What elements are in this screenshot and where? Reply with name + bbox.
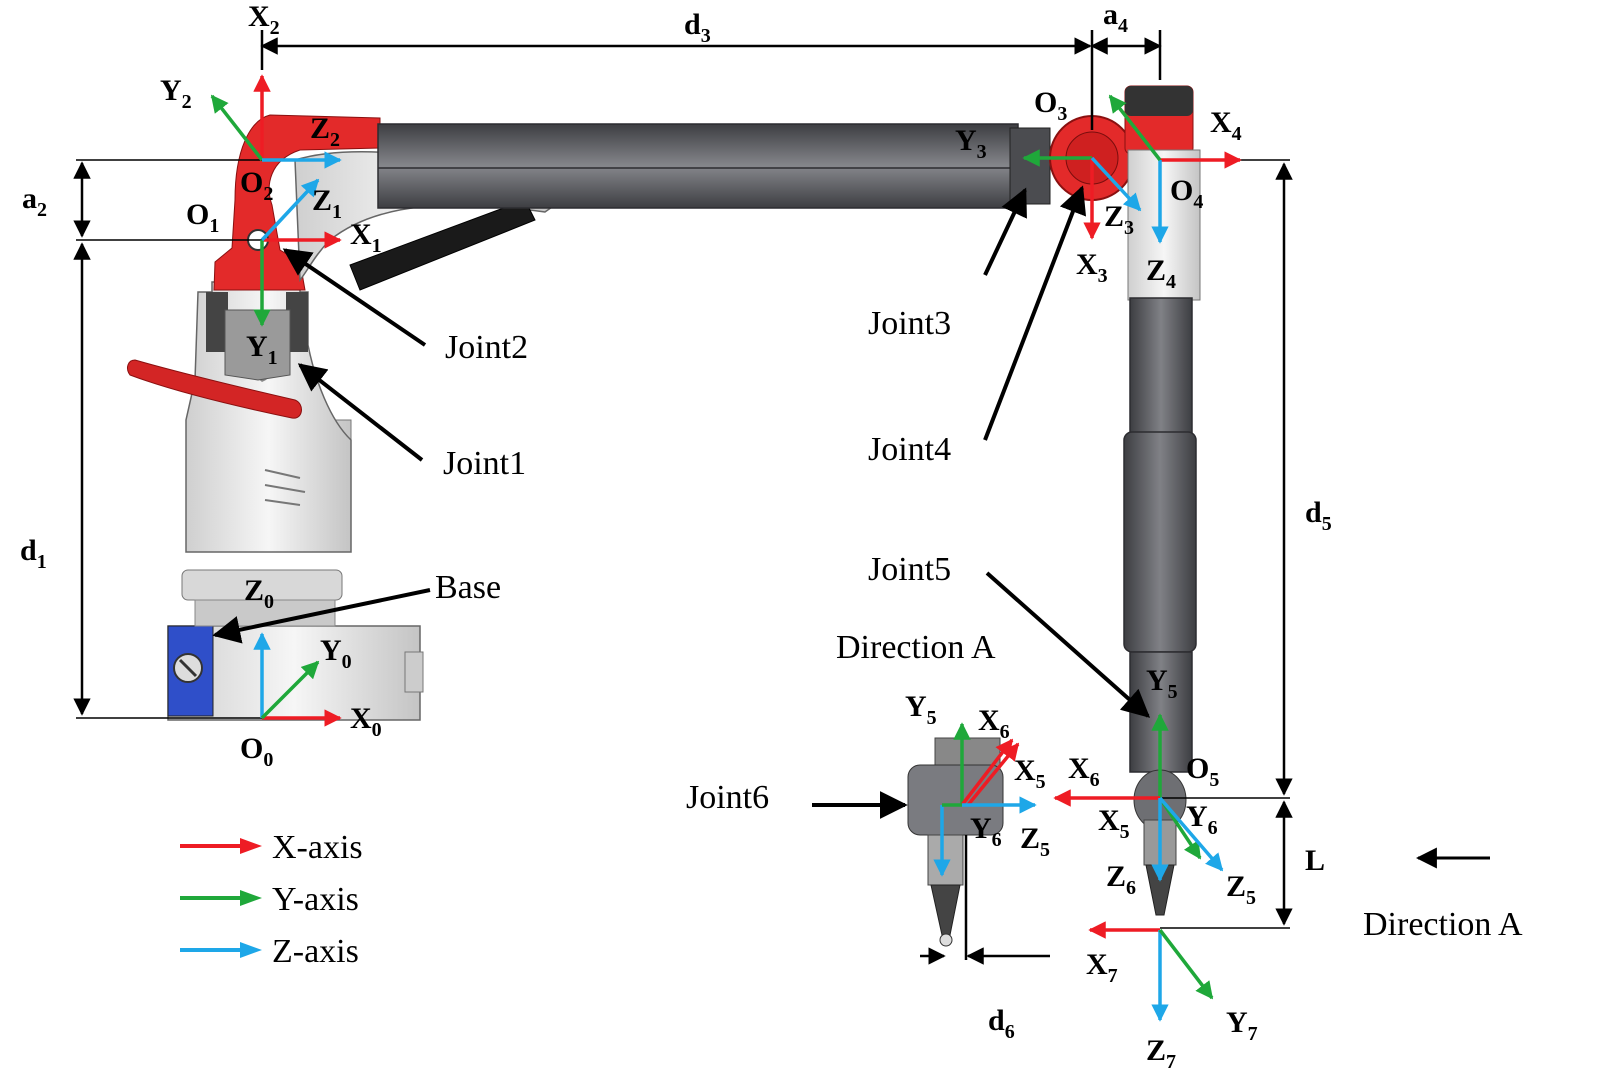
label-o3: O3: [1034, 86, 1067, 125]
label-a2: a2: [22, 182, 47, 221]
dimension-lines: [73, 30, 1293, 965]
coordinate-axes: [210, 74, 1242, 1022]
label-o1: O1: [186, 198, 219, 237]
label-d3: d3: [684, 8, 711, 47]
label-x6: X6: [1068, 752, 1100, 791]
annotation-direction-a-top: Direction A: [836, 629, 996, 666]
label-x1: X1: [350, 218, 382, 257]
legend-label-z: Z-axis: [272, 933, 359, 970]
label-y3: Y3: [955, 124, 987, 163]
annotation-joint6: Joint6: [686, 779, 769, 816]
label-d5: d5: [1305, 496, 1332, 535]
label-x0: X0: [350, 702, 382, 741]
axis-labels: X2 Y2 Z2 O2 Z1 O1 X1 Y1 a2 d1 d3 a4 O3 Y…: [20, 0, 1332, 1073]
label-l: L: [1305, 844, 1325, 877]
legend-item-z: Z-axis: [180, 933, 359, 970]
joint6-inset-probe: [907, 737, 1004, 947]
label-z3: Z3: [1104, 200, 1134, 239]
label-x3: X3: [1076, 248, 1108, 287]
label-d1: d1: [20, 534, 47, 573]
pointer-arrows: [212, 185, 1490, 869]
annotation-joint1: Joint1: [443, 445, 526, 482]
label-y2: Y2: [160, 74, 192, 113]
label-x6-inset: X6: [978, 704, 1010, 743]
label-y5: Y5: [1146, 664, 1178, 703]
label-z5-inset: Z5: [1020, 822, 1050, 861]
joint1-housing: [127, 281, 352, 553]
legend-item-y: Y-axis: [180, 881, 359, 918]
label-z1: Z1: [312, 184, 342, 223]
label-d6: d6: [988, 1004, 1015, 1043]
legend-label-y: Y-axis: [272, 881, 359, 918]
annotation-joint2: Joint2: [445, 329, 528, 366]
label-x5: X5: [1098, 804, 1130, 843]
label-x7: X7: [1086, 948, 1118, 987]
label-x4: X4: [1210, 106, 1242, 145]
label-a4: a4: [1103, 0, 1128, 37]
label-y1: Y1: [246, 330, 278, 369]
label-o0: O0: [240, 732, 273, 771]
label-x5-inset: X5: [1014, 754, 1046, 793]
label-y5-inset: Y5: [905, 690, 937, 729]
annotation-labels: Joint2 Joint1 Base Joint3 Joint4 Joint5 …: [435, 305, 1523, 943]
legend: X-axis Y-axis Z-axis: [180, 829, 363, 970]
label-z2: Z2: [310, 112, 340, 151]
annotation-base: Base: [435, 569, 501, 606]
label-z4: Z4: [1146, 254, 1176, 293]
upper-arm-tube: [377, 123, 1051, 209]
label-y0: Y0: [320, 634, 352, 673]
label-y6-inset: Y6: [970, 812, 1002, 851]
legend-label-x: X-axis: [272, 829, 363, 866]
annotation-direction-a-right: Direction A: [1363, 906, 1523, 943]
label-z5: Z5: [1226, 870, 1256, 909]
label-o5: O5: [1186, 752, 1219, 791]
annotation-joint4: Joint4: [868, 431, 951, 468]
label-o4: O4: [1170, 174, 1203, 213]
label-y6: Y6: [1186, 800, 1218, 839]
label-z0: Z0: [244, 574, 274, 613]
label-o2: O2: [240, 166, 273, 205]
label-z6: Z6: [1106, 860, 1136, 899]
legend-item-x: X-axis: [180, 829, 363, 866]
annotation-joint3: Joint3: [868, 305, 951, 342]
label-x2: X2: [248, 0, 280, 39]
annotation-joint5: Joint5: [868, 551, 951, 588]
label-y7: Y7: [1226, 1006, 1258, 1045]
label-z7: Z7: [1146, 1034, 1176, 1073]
